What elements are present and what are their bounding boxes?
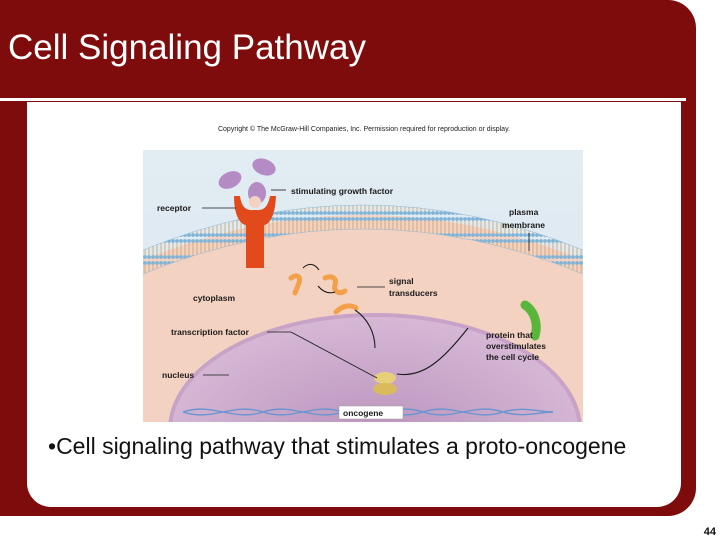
label-membrane: membrane <box>502 220 545 230</box>
label-oncogene: oncogene <box>343 408 383 418</box>
cell-signaling-figure: stimulating growth factor receptor plasm… <box>143 150 583 422</box>
signal-transducer-icon <box>333 303 359 315</box>
page-number: 44 <box>703 526 716 538</box>
label-the-cell-cycle: the cell cycle <box>486 352 539 362</box>
signal-arrows <box>302 263 469 376</box>
label-signal: signal <box>389 276 414 286</box>
bullet-item: •Cell signaling pathway that stimulates … <box>48 434 658 459</box>
signal-transducer-icon <box>288 273 302 296</box>
label-cytoplasm: cytoplasm <box>193 293 235 303</box>
nucleus <box>168 313 582 422</box>
label-nucleus: nucleus <box>162 370 194 380</box>
growth-factor-icon <box>218 171 242 189</box>
protein-icon <box>520 300 541 341</box>
label-transcription-factor: transcription factor <box>171 327 250 337</box>
receptor-icon <box>234 196 276 268</box>
oncogene-label-box <box>338 405 404 420</box>
label-receptor: receptor <box>157 203 192 213</box>
bullet-text: Cell signaling pathway that stimulates a… <box>56 433 627 459</box>
title-divider <box>0 98 686 101</box>
signal-transducer-icon <box>322 274 348 296</box>
label-protein-that: protein that <box>486 330 533 340</box>
label-stimulating-growth-factor: stimulating growth factor <box>291 186 394 196</box>
slide-title: Cell Signaling Pathway <box>8 28 366 67</box>
label-overstimulates: overstimulates <box>486 341 546 351</box>
label-transducers: transducers <box>389 288 438 298</box>
copyright-notice: Copyright © The McGraw-Hill Companies, I… <box>217 126 510 133</box>
transcription-factor-icon <box>373 372 397 395</box>
bullet-marker: • <box>48 433 57 459</box>
growth-factor-icon <box>252 158 276 176</box>
label-plasma: plasma <box>509 207 539 217</box>
leader-lines <box>202 189 530 379</box>
